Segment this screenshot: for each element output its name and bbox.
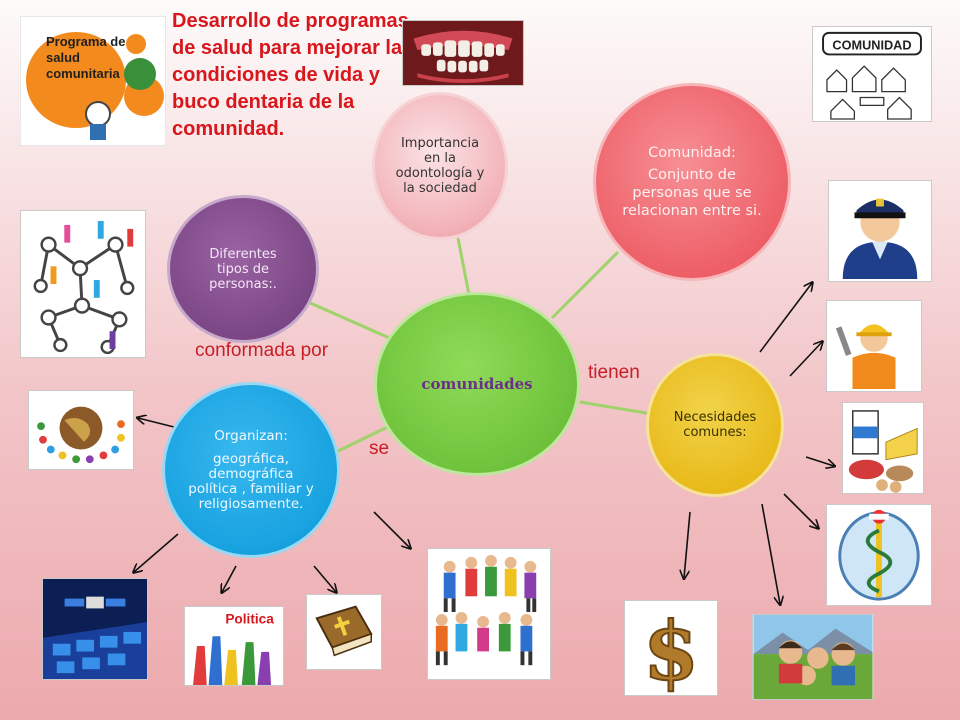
- worker-icon: [826, 300, 922, 392]
- diagram-title: Desarrollo de programas de salud para me…: [172, 10, 409, 140]
- satellite-map-icon: [42, 578, 148, 680]
- node-necesidades-text: Necesidades comunes:: [673, 410, 757, 440]
- node-organizan-title: Organizan:: [214, 427, 288, 444]
- arrow-politica: [222, 565, 237, 592]
- svg-text:$: $: [643, 604, 699, 695]
- arrow-food: [805, 456, 834, 466]
- node-importancia-text: Importancia en la odontología y la socie…: [395, 136, 485, 196]
- program-logo-text-2: salud: [46, 50, 80, 65]
- node-central: comunidades: [374, 292, 580, 476]
- food-icon: [842, 402, 924, 494]
- arrow-satellite: [134, 533, 179, 572]
- arrow-family-photo: [761, 503, 780, 604]
- politics-hands-icon: Politica: [184, 606, 284, 686]
- family-photo-icon: [752, 614, 874, 700]
- arrow-family-group: [373, 511, 410, 548]
- arrow-police: [759, 283, 812, 353]
- arrow-health: [783, 493, 818, 528]
- arrow-worker: [789, 342, 822, 377]
- node-organizan: Organizan: geográfica, demográfica polít…: [162, 382, 340, 558]
- node-diferentes: Diferentes tipos de personas:.: [167, 195, 319, 343]
- node-necesidades: Necesidades comunes:: [646, 353, 784, 497]
- connector-diferentes: [307, 300, 395, 342]
- node-comunidad-definition: Conjunto de personas que se relacionan e…: [622, 167, 762, 219]
- politics-sign-text: Politica: [225, 612, 274, 627]
- program-logo-text-3: comunitaria: [46, 66, 120, 81]
- node-diferentes-text: Diferentes tipos de personas:.: [209, 246, 277, 292]
- dollar-icon: $: [624, 600, 718, 696]
- label-se: se: [369, 438, 390, 459]
- arrow-dollar: [684, 511, 691, 578]
- node-comunidad: Comunidad: Conjunto de personas que se r…: [593, 83, 791, 281]
- label-tienen: tienen: [588, 362, 640, 383]
- network-people-icon: [20, 210, 146, 358]
- connector-importancia: [456, 237, 472, 301]
- connector-comunidad: [550, 250, 620, 320]
- family-group-icon: [427, 548, 551, 680]
- teeth-icon: [402, 20, 524, 86]
- node-central-text: comunidades: [421, 374, 533, 393]
- health-caduceus-icon: [826, 504, 932, 606]
- program-logo-text-1: Programa de: [46, 34, 125, 49]
- arrow-bible: [313, 565, 336, 592]
- label-conformada: conformada por: [195, 340, 329, 361]
- police-officer-icon: [828, 180, 932, 282]
- globe-people-icon: [28, 390, 134, 470]
- connector-necesidades: [579, 400, 653, 416]
- node-comunidad-title: Comunidad:: [648, 145, 736, 161]
- node-importancia: Importancia en la odontología y la socie…: [372, 92, 508, 240]
- node-organizan-body: geográfica, demográfica política , famil…: [188, 450, 314, 512]
- program-logo-icon: Programa de salud comunitaria: [20, 16, 166, 146]
- bible-icon: [306, 594, 382, 670]
- community-sign-text: COMUNIDAD: [832, 38, 911, 53]
- community-town-icon: COMUNIDAD: [812, 26, 932, 122]
- arrow-globe: [138, 418, 179, 429]
